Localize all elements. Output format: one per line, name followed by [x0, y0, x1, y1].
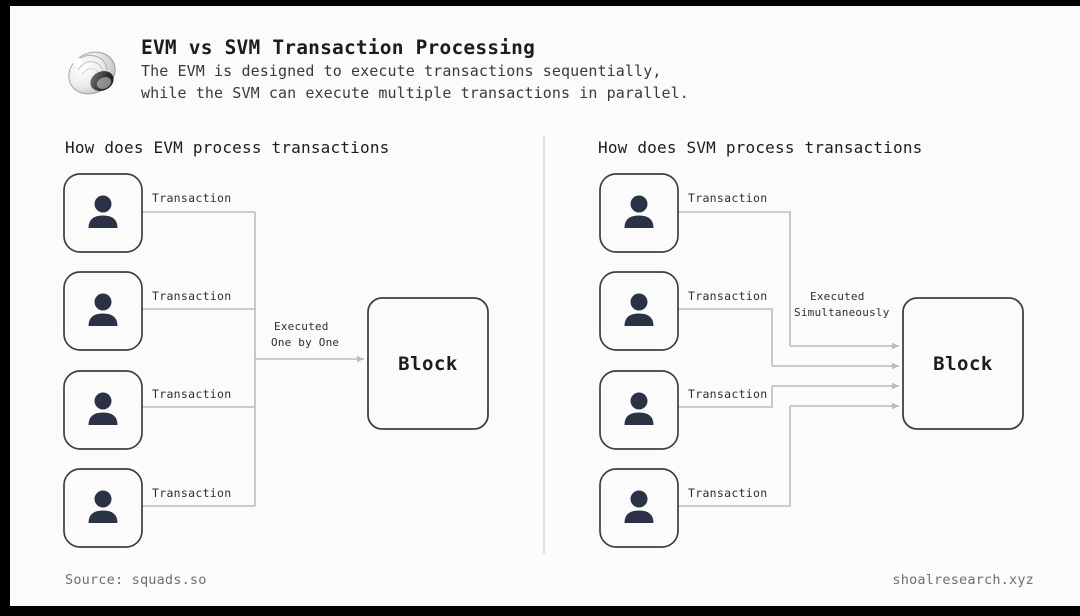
subtitle-line-2: while the SVM can execute multiple trans…	[141, 84, 689, 102]
svm-execution-arrows	[772, 342, 899, 410]
infographic-canvas: EVM vs SVM Transaction Processing The EV…	[10, 6, 1080, 606]
header: EVM vs SVM Transaction Processing The EV…	[55, 34, 1015, 118]
evm-user-box-3	[63, 370, 143, 450]
svm-block-label: Block	[933, 353, 993, 375]
user-person-icon	[88, 195, 118, 228]
svm-user-box-3	[599, 370, 679, 450]
svm-transaction-label-2: Transaction	[688, 289, 767, 303]
svm-execution-label-line2: Simultaneously	[794, 306, 890, 319]
evm-diagram-group: Transaction Transaction Transaction Tran…	[63, 173, 489, 548]
header-text-group: EVM vs SVM Transaction Processing The EV…	[141, 36, 1001, 104]
evm-block: Block	[367, 297, 489, 430]
evm-user-box-2	[63, 271, 143, 351]
svm-block: Block	[902, 297, 1024, 430]
subtitle-line-1: The EVM is designed to execute transacti…	[141, 62, 662, 80]
evm-transaction-label-2: Transaction	[152, 289, 231, 303]
footer-brand: shoalresearch.xyz	[892, 572, 1034, 588]
svm-transaction-label-1: Transaction	[688, 191, 767, 205]
evm-user-box-4	[63, 468, 143, 548]
evm-connectors	[141, 211, 256, 507]
page-title: EVM vs SVM Transaction Processing	[141, 36, 536, 59]
svm-execution-label-line1: Executed	[810, 290, 865, 303]
diagram: Transaction Transaction Transaction Tran…	[63, 136, 1024, 554]
user-person-icon	[88, 293, 118, 326]
user-person-icon	[624, 392, 654, 425]
evm-block-label: Block	[398, 353, 458, 375]
user-person-icon	[88, 490, 118, 523]
evm-transaction-label-4: Transaction	[152, 486, 231, 500]
svm-diagram-group: Transaction Transaction Transaction Tran…	[599, 173, 1024, 548]
user-person-icon	[624, 490, 654, 523]
user-person-icon	[88, 392, 118, 425]
svm-user-box-2	[599, 271, 679, 351]
svm-transaction-label-3: Transaction	[688, 387, 767, 401]
snail-shell-logo-icon	[61, 40, 123, 102]
svm-panel-heading: How does SVM process transactions	[598, 138, 923, 157]
footer-source: Source: squads.so	[65, 572, 207, 588]
evm-user-box-1	[63, 173, 143, 253]
user-person-icon	[624, 293, 654, 326]
evm-transaction-label-1: Transaction	[152, 191, 231, 205]
svm-user-box-1	[599, 173, 679, 253]
svm-user-box-4	[599, 468, 679, 548]
evm-panel-heading: How does EVM process transactions	[65, 138, 390, 157]
evm-transaction-label-3: Transaction	[152, 387, 231, 401]
evm-execution-label-line2: One by One	[271, 336, 339, 349]
user-person-icon	[624, 195, 654, 228]
svm-connectors	[677, 211, 791, 507]
svm-transaction-label-4: Transaction	[688, 486, 767, 500]
evm-execution-label-line1: Executed	[274, 320, 329, 333]
